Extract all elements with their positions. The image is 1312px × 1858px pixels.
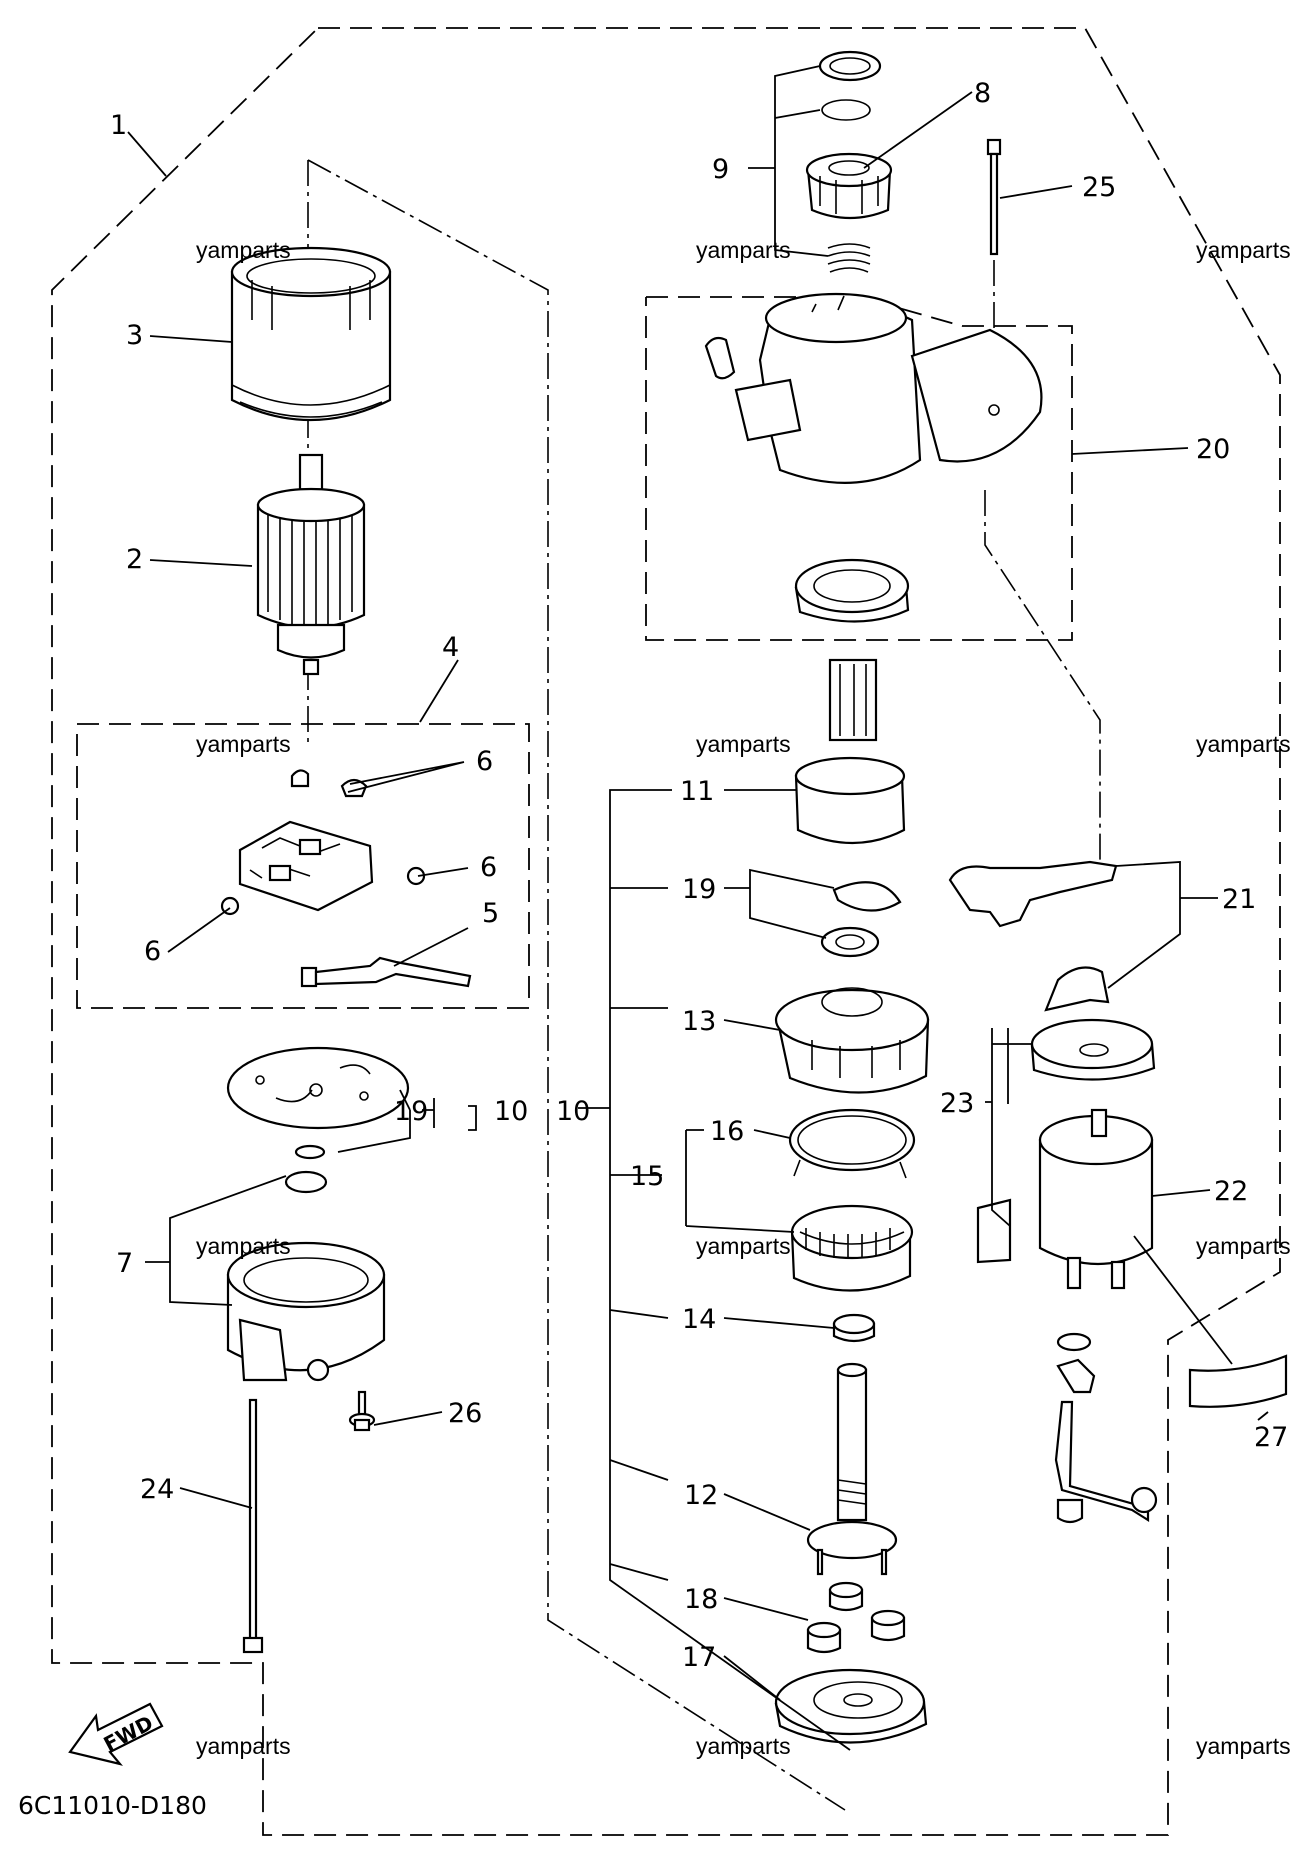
leader-lines bbox=[127, 65, 1269, 1751]
group-4-boundary bbox=[76, 723, 530, 1009]
callout-8: 8 bbox=[974, 78, 991, 109]
callout-6-top: 6 bbox=[476, 746, 493, 777]
callout-12: 12 bbox=[684, 1480, 718, 1511]
callout-27: 27 bbox=[1254, 1422, 1288, 1453]
watermark: yamparts bbox=[196, 1733, 291, 1759]
fwd-arrow: FWD bbox=[68, 1702, 164, 1766]
watermark: yamparts bbox=[196, 731, 291, 757]
callout-21: 21 bbox=[1222, 884, 1256, 915]
alignment-line-20-21 bbox=[984, 490, 1101, 860]
assembly-1-boundary bbox=[51, 27, 1281, 1836]
part-18-planet-gears bbox=[806, 1581, 906, 1654]
part-27-label bbox=[1188, 1354, 1288, 1408]
callout-5: 5 bbox=[482, 898, 499, 929]
part-3-yoke bbox=[230, 246, 392, 422]
part-8-pinion-gear bbox=[805, 152, 893, 220]
watermark: yamparts bbox=[696, 237, 791, 263]
callout-6-right: 6 bbox=[480, 852, 497, 883]
part-11-shaft bbox=[794, 658, 906, 844]
part-15-internal-gear bbox=[790, 1204, 914, 1292]
callout-22: 22 bbox=[1214, 1176, 1248, 1207]
callout-18: 18 bbox=[684, 1584, 718, 1615]
callout-9: 9 bbox=[712, 154, 729, 185]
part-12-drive-shaft bbox=[806, 1362, 898, 1576]
callout-17: 17 bbox=[682, 1642, 716, 1673]
part-24-through-bolt bbox=[242, 1398, 264, 1654]
callout-7: 7 bbox=[116, 1248, 133, 1279]
part-14-bushing bbox=[832, 1313, 876, 1343]
callout-4: 4 bbox=[442, 632, 459, 663]
callout-26: 26 bbox=[448, 1398, 482, 1429]
callout-2: 2 bbox=[126, 544, 143, 575]
callout-6-left: 6 bbox=[144, 936, 161, 967]
part-19-circlip-washer bbox=[820, 881, 902, 958]
callout-13: 13 bbox=[682, 1006, 716, 1037]
watermark: yamparts bbox=[696, 1233, 791, 1259]
part-13-housing bbox=[774, 987, 930, 1094]
part-20-front-bracket bbox=[704, 292, 1043, 484]
part-22-solenoid bbox=[1038, 1108, 1158, 1524]
part-26-screw bbox=[348, 1390, 376, 1432]
callout-25: 25 bbox=[1082, 172, 1116, 203]
callout-16: 16 bbox=[710, 1116, 744, 1147]
callout-10-center: 10 bbox=[556, 1096, 590, 1127]
callout-23: 23 bbox=[940, 1088, 974, 1119]
part-16-ring bbox=[788, 1108, 916, 1179]
part-2-armature bbox=[256, 453, 366, 676]
part-7-rear-cover bbox=[226, 1170, 386, 1382]
part-17-end-plate bbox=[774, 1668, 928, 1744]
watermark: yamparts bbox=[1196, 237, 1291, 263]
part-20-bearing bbox=[794, 558, 910, 623]
alignment-line-center bbox=[307, 159, 846, 1811]
part-25-bolt bbox=[986, 138, 1002, 256]
watermark: yamparts bbox=[196, 1233, 291, 1259]
callout-20: 20 bbox=[1196, 434, 1230, 465]
part-5-brush-lead bbox=[300, 956, 472, 988]
callout-1: 1 bbox=[110, 110, 127, 141]
part-4-brush-holder bbox=[238, 820, 374, 912]
diagram-code: 6C11010-D180 bbox=[18, 1791, 207, 1820]
callout-14: 14 bbox=[682, 1304, 716, 1335]
callout-11: 11 bbox=[680, 776, 714, 807]
watermark: yamparts bbox=[1196, 1233, 1291, 1259]
callout-19-center: 19 bbox=[682, 874, 716, 905]
watermark: yamparts bbox=[1196, 731, 1291, 757]
callout-24: 24 bbox=[140, 1474, 174, 1505]
part-19-plate-left bbox=[226, 1046, 410, 1160]
bracket-19-10 bbox=[468, 1105, 477, 1131]
watermark: yamparts bbox=[696, 731, 791, 757]
callout-15: 15 bbox=[630, 1161, 664, 1192]
callout-10-left: 10 bbox=[494, 1096, 528, 1127]
callout-3: 3 bbox=[126, 320, 143, 351]
part-21-shift-lever bbox=[948, 860, 1118, 1012]
watermark: yamparts bbox=[196, 237, 291, 263]
watermark: yamparts bbox=[696, 1733, 791, 1759]
callout-19-left: 19 bbox=[394, 1096, 428, 1127]
watermark: yamparts bbox=[1196, 1733, 1291, 1759]
